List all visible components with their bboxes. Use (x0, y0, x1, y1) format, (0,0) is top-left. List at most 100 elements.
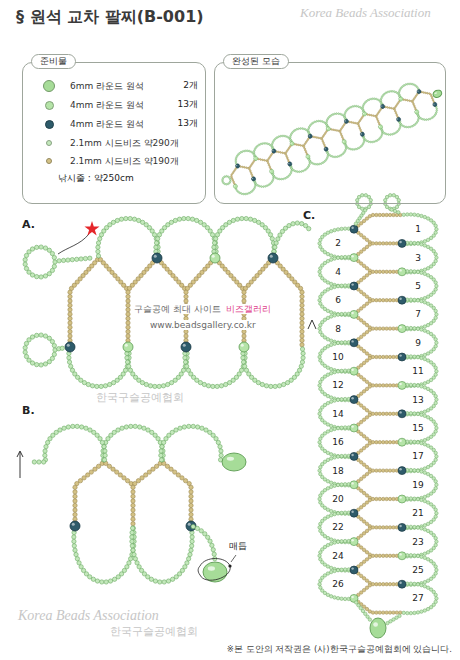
gold-seed-bead (263, 159, 265, 161)
green-seed-bead (243, 364, 247, 368)
gold-seed-bead (318, 137, 320, 139)
bead-thread (157, 258, 186, 290)
green-seed-bead (160, 444, 164, 448)
blue-stone-bead (152, 253, 162, 263)
step-b-ends (17, 451, 246, 582)
gold-seed-bead (375, 611, 378, 614)
bead-thread (273, 258, 302, 290)
bead-thread (233, 148, 256, 166)
bead-highlight (241, 344, 244, 347)
green-seed-bead (206, 384, 210, 388)
gold-seed-bead (359, 517, 362, 520)
green-seed-bead (329, 481, 332, 484)
bead-thread (273, 223, 310, 258)
gold-seed-bead (334, 129, 336, 131)
green-seed-bead (329, 372, 332, 375)
gold-seed-bead (362, 520, 365, 523)
green-seed-bead (336, 341, 339, 344)
gold-seed-bead (371, 298, 374, 301)
bead-thread (354, 598, 371, 612)
gold-seed-bead (354, 122, 356, 124)
green-seed-bead (35, 362, 39, 366)
gold-seed-bead (359, 262, 362, 265)
gold-seed-bead (126, 321, 130, 325)
bead-highlight (308, 135, 310, 137)
green-seed-bead (343, 369, 346, 372)
green-seed-bead (272, 245, 276, 249)
gold-seed-bead (242, 334, 246, 338)
green-seed-bead (100, 580, 104, 584)
gold-seed-bead (300, 294, 304, 298)
green-seed-bead (96, 241, 100, 245)
green-seed-bead (231, 218, 235, 222)
green-seed-bead (329, 315, 332, 318)
green-seed-bead (156, 237, 160, 241)
green-seed-bead (235, 217, 239, 221)
gold-seed-bead (300, 299, 304, 303)
gold-seed-bead (68, 294, 72, 298)
green-seed-bead (340, 426, 343, 429)
bead-thread (244, 258, 273, 290)
bead-highlight (324, 148, 326, 150)
gold-seed-bead (359, 222, 362, 225)
gold-seed-bead (371, 213, 374, 216)
green-seed-bead (329, 400, 332, 403)
green-seed-bead (329, 343, 332, 346)
green-seed-bead (96, 249, 100, 253)
gold-seed-bead (362, 418, 365, 421)
green-seed-bead (52, 352, 56, 356)
bead-thread (74, 526, 134, 582)
green-seed-bead (329, 282, 332, 285)
green-seed-bead (318, 412, 321, 415)
gold-seed-bead (371, 526, 374, 529)
gold-seed-bead (375, 582, 378, 585)
gold-seed-bead (382, 611, 385, 614)
gold-seed-bead (385, 298, 388, 301)
green-seed-bead (66, 425, 70, 429)
green-seed-bead (132, 217, 136, 221)
gold-seed-bead (176, 473, 180, 477)
green-seed-bead (128, 557, 132, 561)
gold-seed-bead (278, 151, 280, 153)
green-seed-bead (102, 458, 106, 462)
gold-seed-bead (365, 437, 368, 440)
gold-seed-bead (140, 476, 144, 480)
step-a-pattern (65, 216, 311, 388)
gold-seed-bead (365, 330, 368, 333)
green-seed-bead (319, 437, 322, 440)
green-seed-bead (336, 313, 339, 316)
gold-seed-bead (378, 412, 381, 415)
green-seed-bead (104, 580, 108, 584)
gold-seed-bead (382, 384, 385, 387)
green-seed-bead (222, 181, 224, 183)
bead-highlight (290, 142, 292, 144)
green-seed-bead (43, 449, 47, 453)
gold-seed-bead (332, 129, 334, 131)
gold-seed-bead (426, 92, 428, 94)
green-seed-bead (210, 233, 214, 237)
gold-seed-bead (365, 579, 368, 582)
green-seed-bead (329, 485, 332, 488)
gold-seed-bead (73, 494, 77, 498)
gold-seed-bead (388, 355, 391, 358)
green-seed-bead (50, 251, 54, 255)
green-seed-bead (183, 356, 187, 360)
gold-seed-bead (365, 380, 368, 383)
blue-stone-bead (432, 102, 437, 107)
gold-seed-bead (382, 554, 385, 557)
blue-stone-bead (416, 89, 421, 94)
green-seed-bead (329, 258, 332, 261)
green-seed-bead (340, 370, 343, 373)
step-c-pattern (318, 213, 438, 615)
green-seed-bead (318, 327, 321, 330)
green-seed-bead (336, 454, 339, 457)
gold-seed-bead (359, 250, 362, 253)
green-seed-bead (72, 544, 76, 548)
green-stone-bead (305, 154, 310, 159)
gold-seed-bead (107, 464, 111, 468)
green-seed-bead (329, 509, 332, 512)
large-stone-bead (222, 453, 246, 471)
green-seed-bead (77, 561, 81, 565)
green-seed-bead (158, 580, 162, 584)
gold-seed-bead (392, 213, 395, 216)
